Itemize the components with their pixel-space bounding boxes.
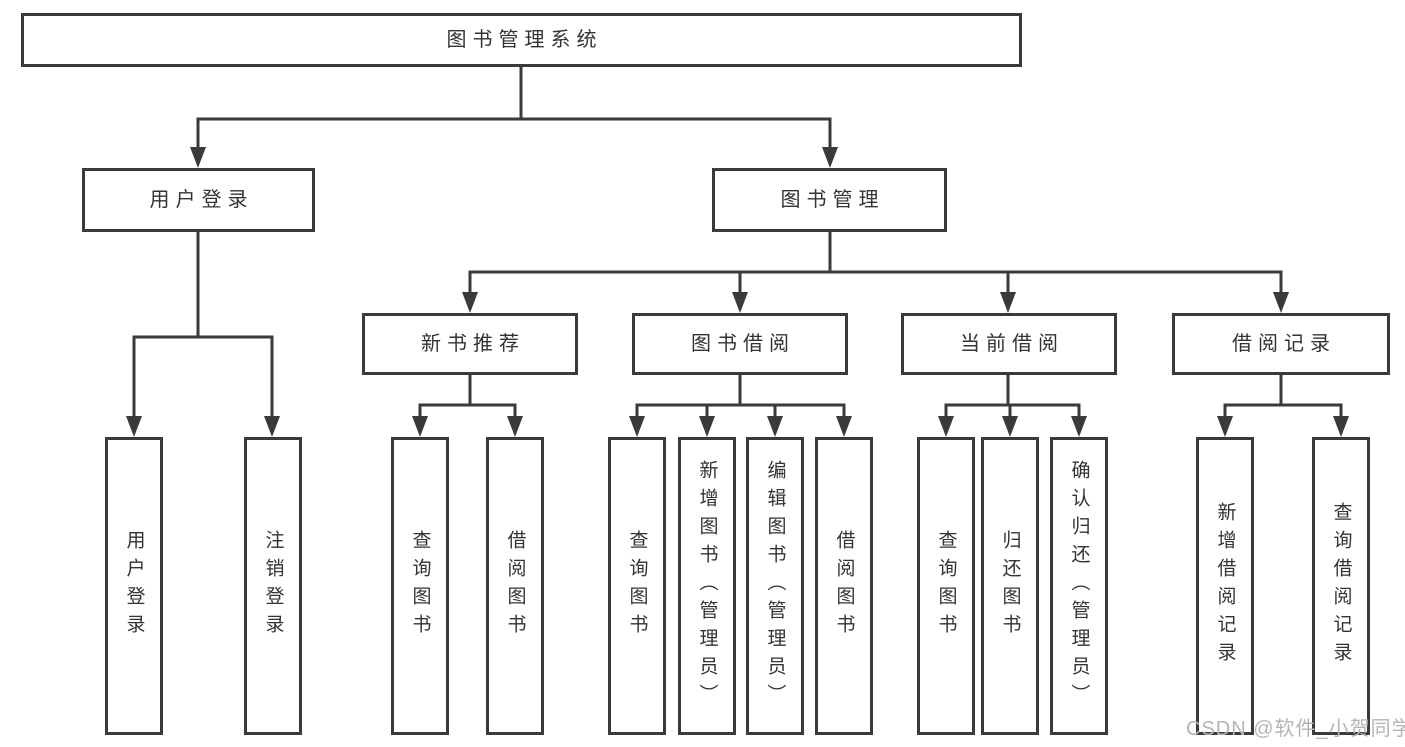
leaf-cb-query-book: 查询图书 [917, 437, 975, 735]
leaf-user-login-label: 用户登录 [123, 530, 145, 642]
leaf-bb-query-book-label: 查询图书 [626, 530, 648, 642]
leaf-bb-borrow-book-label: 借阅图书 [833, 530, 855, 642]
node-book-borrow: 图书借阅 [632, 313, 848, 375]
node-user-login-label: 用户登录 [149, 189, 254, 211]
leaf-nb-borrow-book-label: 借阅图书 [504, 530, 526, 642]
leaf-br-query-record: 查询借阅记录 [1312, 437, 1370, 735]
node-borrow-records-label: 借阅记录 [1232, 333, 1336, 355]
leaf-cb-return-book: 归还图书 [981, 437, 1039, 735]
leaf-bb-borrow-book: 借阅图书 [815, 437, 873, 735]
leaf-logout: 注销登录 [244, 437, 302, 735]
node-book-borrow-label: 图书借阅 [691, 333, 795, 355]
csdn-watermark: CSDN @软件_小贺同学 [1186, 718, 1405, 740]
node-new-book-recommend-label: 新书推荐 [421, 333, 525, 355]
leaf-bb-add-book-label: 新增图书（管理员） [696, 460, 718, 712]
node-current-borrow-label: 当前借阅 [960, 333, 1064, 355]
node-book-management-label: 图书管理 [780, 189, 885, 211]
leaf-br-add-record-label: 新增借阅记录 [1214, 502, 1236, 670]
leaf-br-query-record-label: 查询借阅记录 [1330, 502, 1352, 670]
node-user-login: 用户登录 [82, 168, 315, 232]
leaf-bb-edit-book: 编辑图书（管理员） [746, 437, 804, 735]
node-borrow-records: 借阅记录 [1172, 313, 1390, 375]
node-root-label: 图书管理系统 [446, 29, 603, 51]
node-root: 图书管理系统 [21, 13, 1022, 67]
leaf-nb-query-book-label: 查询图书 [409, 530, 431, 642]
node-new-book-recommend: 新书推荐 [362, 313, 578, 375]
node-current-borrow: 当前借阅 [901, 313, 1117, 375]
node-book-management: 图书管理 [712, 168, 947, 232]
leaf-logout-label: 注销登录 [262, 530, 284, 642]
leaf-nb-borrow-book: 借阅图书 [486, 437, 544, 735]
leaf-bb-add-book: 新增图书（管理员） [678, 437, 736, 735]
leaf-cb-confirm-return-label: 确认归还（管理员） [1068, 460, 1090, 712]
leaf-cb-confirm-return: 确认归还（管理员） [1050, 437, 1108, 735]
leaf-cb-query-book-label: 查询图书 [935, 530, 957, 642]
leaf-user-login: 用户登录 [105, 437, 163, 735]
leaf-br-add-record: 新增借阅记录 [1196, 437, 1254, 735]
leaf-bb-edit-book-label: 编辑图书（管理员） [764, 460, 786, 712]
leaf-nb-query-book: 查询图书 [391, 437, 449, 735]
leaf-cb-return-book-label: 归还图书 [999, 530, 1021, 642]
leaf-bb-query-book: 查询图书 [608, 437, 666, 735]
